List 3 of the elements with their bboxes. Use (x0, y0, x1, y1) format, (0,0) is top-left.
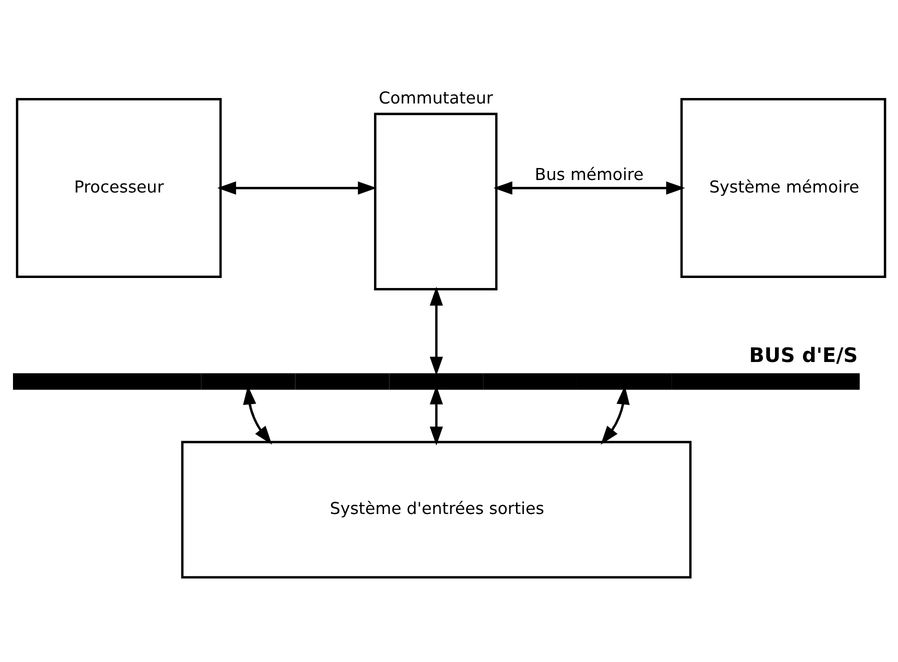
edge-label: Bus mémoire (534, 164, 644, 184)
node-label: Commutateur (378, 88, 494, 108)
node-label: BUS d'E/S (749, 342, 858, 367)
